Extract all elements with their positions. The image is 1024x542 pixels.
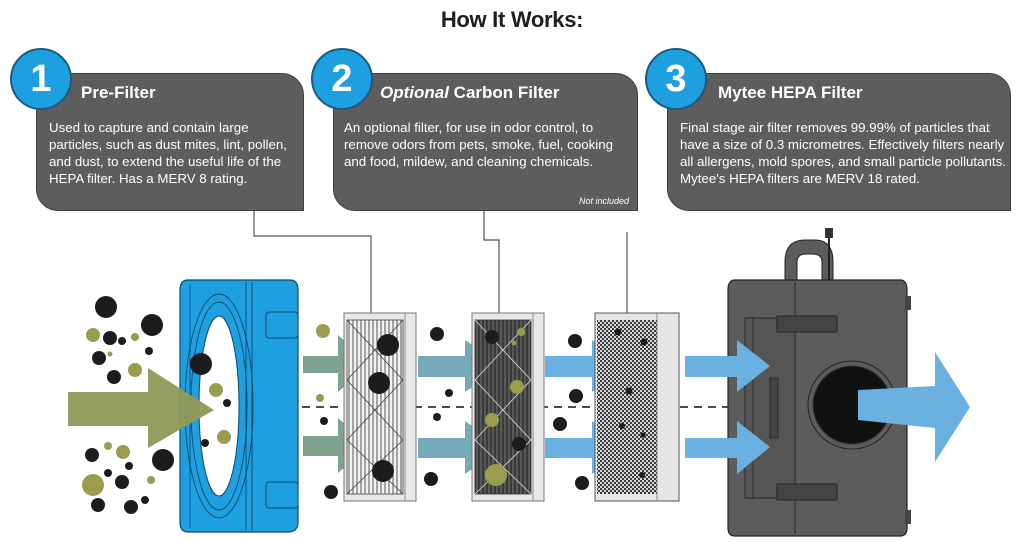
- connector-line-2: [483, 211, 500, 322]
- connector-lines: [253, 211, 628, 322]
- callout-prefilter: Pre-Filter Used to capture and contain l…: [36, 73, 304, 211]
- diagram-title: How It Works:: [440, 7, 584, 32]
- clean-air-outlet-arrow: [858, 352, 970, 462]
- prefilter-media: [343, 312, 417, 502]
- callout-hepa-filter: Mytee HEPA Filter Final stage air filter…: [667, 73, 1011, 211]
- not-included-note: Not included: [578, 196, 629, 206]
- intake-arrow: [68, 368, 214, 448]
- step-badge-3: 3: [645, 48, 707, 110]
- step-badge-1: 1: [10, 48, 72, 110]
- callout-heading: Mytee HEPA Filter: [718, 83, 863, 102]
- prefilter-housing: [179, 279, 299, 533]
- carbon-filter-media: [471, 312, 545, 502]
- callout-heading: Pre-Filter: [81, 83, 156, 102]
- unit-intake-arrow-bottom: [685, 421, 770, 474]
- callout-description: Used to capture and contain large partic…: [49, 120, 287, 186]
- connector-line-1: [253, 211, 372, 322]
- callout-description: An optional filter, for use in odor cont…: [344, 120, 614, 169]
- callout-description: Final stage air filter removes 99.99% of…: [680, 120, 1006, 186]
- hepa-filter-media: [594, 312, 680, 502]
- callout-carbon-filter: Optional Carbon Filter An optional filte…: [333, 73, 638, 211]
- air-scrubber-unit: [727, 228, 911, 537]
- step-badge-2: 2: [311, 48, 373, 110]
- callout-heading: Optional Carbon Filter: [380, 83, 560, 102]
- unit-intake-arrow-top: [685, 340, 770, 392]
- incoming-particles: [82, 296, 174, 514]
